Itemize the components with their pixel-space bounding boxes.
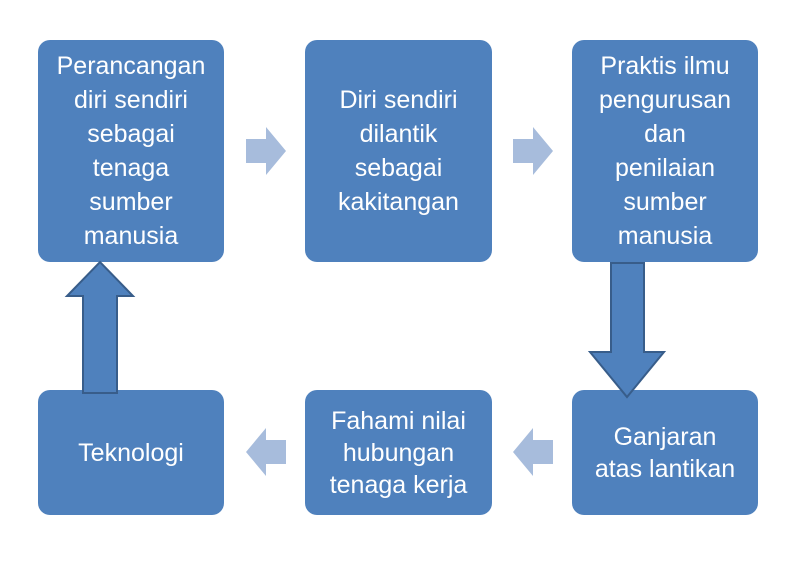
box-fahami-nilai: Fahami nilai hubungan tenaga kerja — [305, 390, 492, 515]
arrow-left-icon — [513, 428, 553, 476]
box-perancangan: Perancangan diri sendiri sebagai tenaga … — [38, 40, 224, 262]
box-label: Teknologi — [78, 438, 184, 467]
box-ganjaran: Ganjaran atas lantikan — [572, 390, 758, 515]
box-dilantik: Diri sendiri dilantik sebagai kakitangan — [305, 40, 492, 262]
arrow-up-icon — [64, 260, 136, 394]
arrow-right-icon — [513, 127, 553, 175]
box-label: Fahami nilai hubungan tenaga kerja — [329, 406, 468, 499]
box-praktis-ilmu: Praktis ilmu pengurusan dan penilaian su… — [572, 40, 758, 262]
arrow-right-icon — [246, 127, 286, 175]
box-label: Diri sendiri dilantik sebagai kakitangan — [338, 86, 459, 216]
arrow-down-icon — [587, 262, 667, 399]
box-label: Ganjaran atas lantikan — [594, 422, 736, 483]
box-label: Praktis ilmu pengurusan dan penilaian su… — [598, 52, 732, 250]
box-teknologi: Teknologi — [38, 390, 224, 515]
arrow-left-icon — [246, 428, 286, 476]
box-label: Perancangan diri sendiri sebagai tenaga … — [56, 52, 206, 250]
